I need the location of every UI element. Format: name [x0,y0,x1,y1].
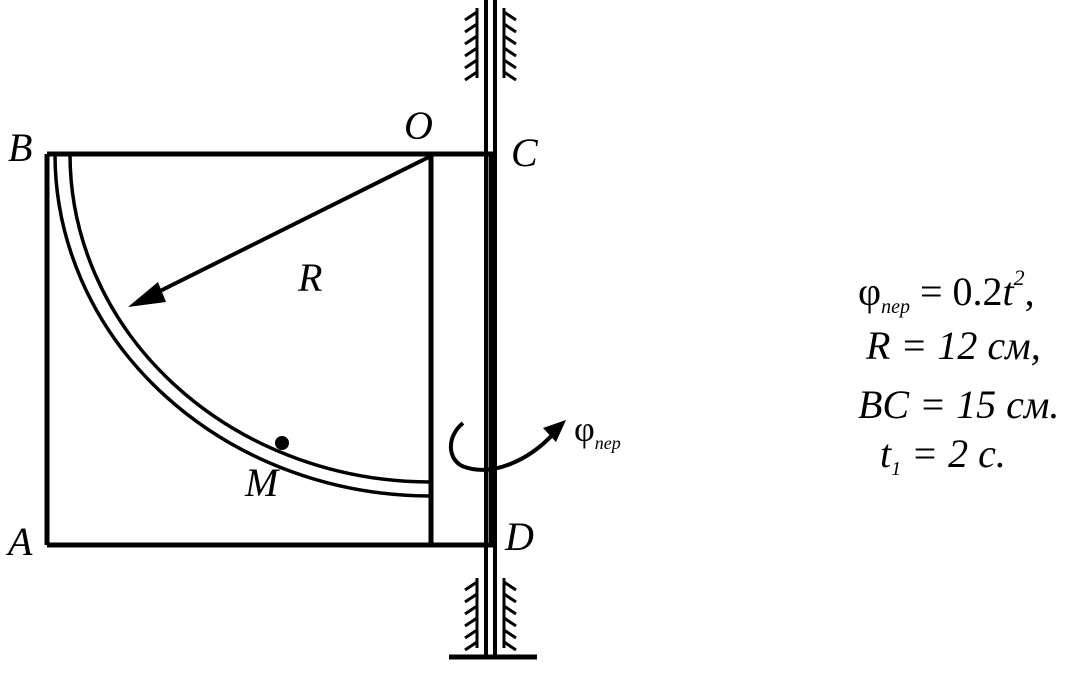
label-b: B [8,125,33,170]
rotation-subscript: пер [594,433,621,453]
given-line-2: R = 12 см, [866,323,1041,368]
label-d: D [505,514,534,559]
label-o: O [404,103,433,148]
rotation-symbol: φ [574,409,595,449]
point-m-dot [275,436,289,450]
rotation-arrowhead [543,420,566,442]
top-support-hatching [464,8,517,82]
given-t1-rest: = 2 с. [901,431,1006,476]
radius-arrow [128,154,432,307]
given-line-1: φпер = 0.2t2, [858,265,1035,318]
given-phi-subscript: пер [881,296,910,318]
label-m: M [245,460,279,505]
given-t1-var: t [880,431,892,476]
given-phi-eq: = 0.2 [909,269,1003,314]
given-t1-subscript: 1 [891,458,902,480]
rotation-arrow [448,421,557,472]
plate-frame [44,151,494,548]
label-a: A [8,519,33,564]
circular-groove [53,153,432,498]
bottom-support-hatching [464,578,517,652]
label-r: R [298,255,323,300]
given-line-4: t1 = 2 с. [880,431,1006,480]
given-phi-power: 2 [1013,265,1025,290]
given-phi-tail: , [1024,269,1035,314]
given-phi-var: t [1002,269,1014,314]
given-phi-symbol: φ [858,269,882,314]
given-line-3: BC = 15 см. [858,382,1060,427]
label-c: C [511,130,538,175]
rotation-label: φпер [574,411,621,452]
